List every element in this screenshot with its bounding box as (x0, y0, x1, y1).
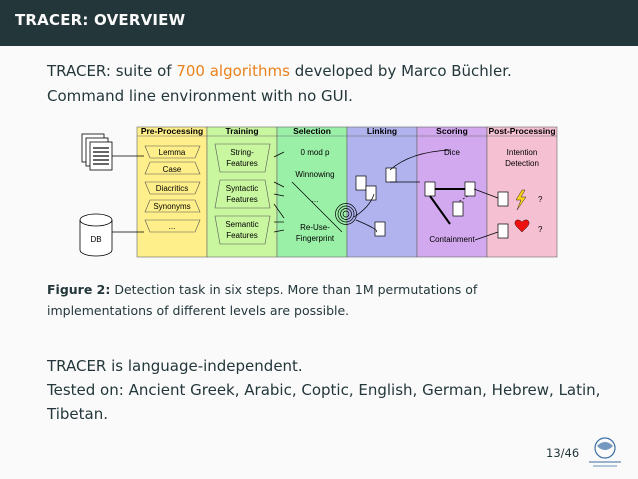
body-line-2: Tested on: Ancient Greek, Arabic, Coptic… (47, 381, 601, 399)
intro-suffix: developed by Marco Büchler. (289, 62, 512, 80)
sel-item-mod: 0 mod p (301, 148, 330, 157)
caption-label: Figure 2: (47, 282, 111, 297)
post-item-intention: Intention (507, 148, 538, 157)
header-linking: Linking (367, 126, 397, 136)
post-documents-icon (497, 191, 509, 239)
header-preprocessing: Pre-Processing (141, 126, 203, 136)
pre-item-diacritics: Diacritics (156, 184, 188, 193)
train-item-semantic-2: Features (226, 231, 258, 240)
body-line-1: TRACER is language-independent. (47, 357, 303, 375)
post-item-question-2: ? (538, 225, 543, 234)
heart-icon (514, 219, 530, 233)
pre-item-ellipsis: ... (169, 222, 176, 231)
score-item-dice: Dice (444, 148, 461, 157)
intro-highlight: 700 algorithms (176, 62, 290, 80)
header-postprocessing: Post-Processing (488, 126, 555, 136)
university-logo-icon (589, 437, 621, 467)
lightning-icon (515, 189, 527, 211)
title-bar: TRACER: OVERVIEW (0, 0, 638, 46)
post-item-detection: Detection (505, 159, 539, 168)
body-line-3: Tibetan. (47, 405, 108, 423)
train-item-syntactic-1: Syntactic (226, 184, 258, 193)
figure-caption: Figure 2: Detection task in six steps. M… (47, 279, 517, 321)
pre-item-case: Case (163, 165, 182, 174)
sel-item-reuse-2: Fingerprint (296, 234, 335, 243)
fingerprint-icon (335, 203, 357, 225)
header-scoring: Scoring (436, 126, 468, 136)
train-item-syntactic-2: Features (226, 195, 258, 204)
documents-icon (81, 133, 113, 171)
db-label: DB (90, 235, 101, 244)
slide-title: TRACER: OVERVIEW (15, 11, 186, 29)
train-item-string-1: String- (230, 148, 254, 157)
page-number: 13/46 (546, 446, 580, 460)
sel-item-ellipsis: ... (312, 195, 319, 204)
header-training: Training (225, 126, 258, 136)
score-item-containment: Containment (429, 235, 475, 244)
sel-item-winnowing: Winnowing (295, 170, 334, 179)
sel-item-reuse-1: Re-Use- (300, 223, 330, 232)
train-item-semantic-1: Semantic (225, 220, 258, 229)
database-icon: DB (79, 213, 113, 257)
intro-line-2: Command line environment with no GUI. (47, 87, 353, 105)
column-linking (346, 126, 418, 258)
tracer-pipeline-figure: DB Pre-Processing Training Selection Lin… (79, 126, 558, 258)
pre-item-synonyms: Synonyms (153, 202, 190, 211)
train-item-string-2: Features (226, 159, 258, 168)
intro-line-1: TRACER: suite of 700 algorithms develope… (47, 62, 512, 80)
caption-text: Detection task in six steps. More than 1… (47, 282, 478, 318)
header-selection: Selection (293, 126, 331, 136)
pre-item-lemma: Lemma (159, 148, 186, 157)
post-item-question-1: ? (538, 195, 543, 204)
column-selection (276, 126, 348, 258)
intro-prefix: TRACER: suite of (47, 62, 177, 80)
